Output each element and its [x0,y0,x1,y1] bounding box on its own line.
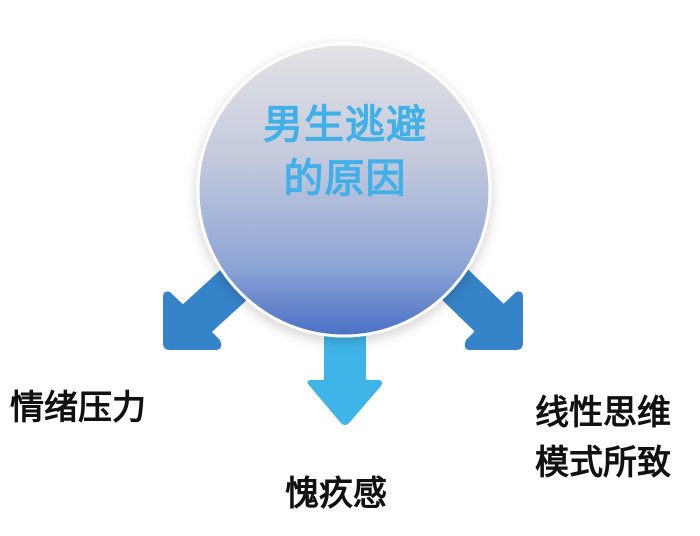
center-circle [196,42,492,338]
branch-label-line1: 线性思维 [535,393,671,433]
branch-label-emotional-pressure: 情绪压力 [10,388,146,428]
center-title-line1: 男生逃避 [263,102,427,148]
center-title-line2: 的原因 [283,156,407,202]
branch-label-guilt: 愧疚感 [285,474,387,514]
branch-label-linear-thinking: 线性思维 模式所致 [535,388,671,488]
center-title: 男生逃避 的原因 [200,98,490,206]
branch-label-line2: 模式所致 [535,443,671,483]
